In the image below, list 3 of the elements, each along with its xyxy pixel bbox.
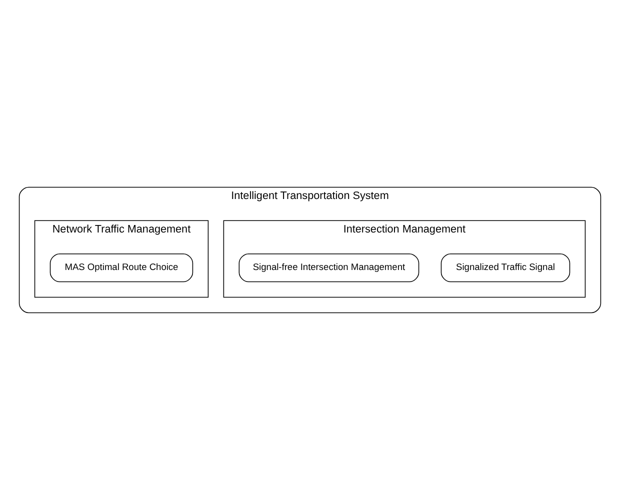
node-box: Signalized Traffic Signal — [440, 252, 570, 282]
node-box: Signal-free Intersection Management — [238, 252, 420, 282]
node-box: MAS Optimal Route Choice — [50, 252, 194, 282]
